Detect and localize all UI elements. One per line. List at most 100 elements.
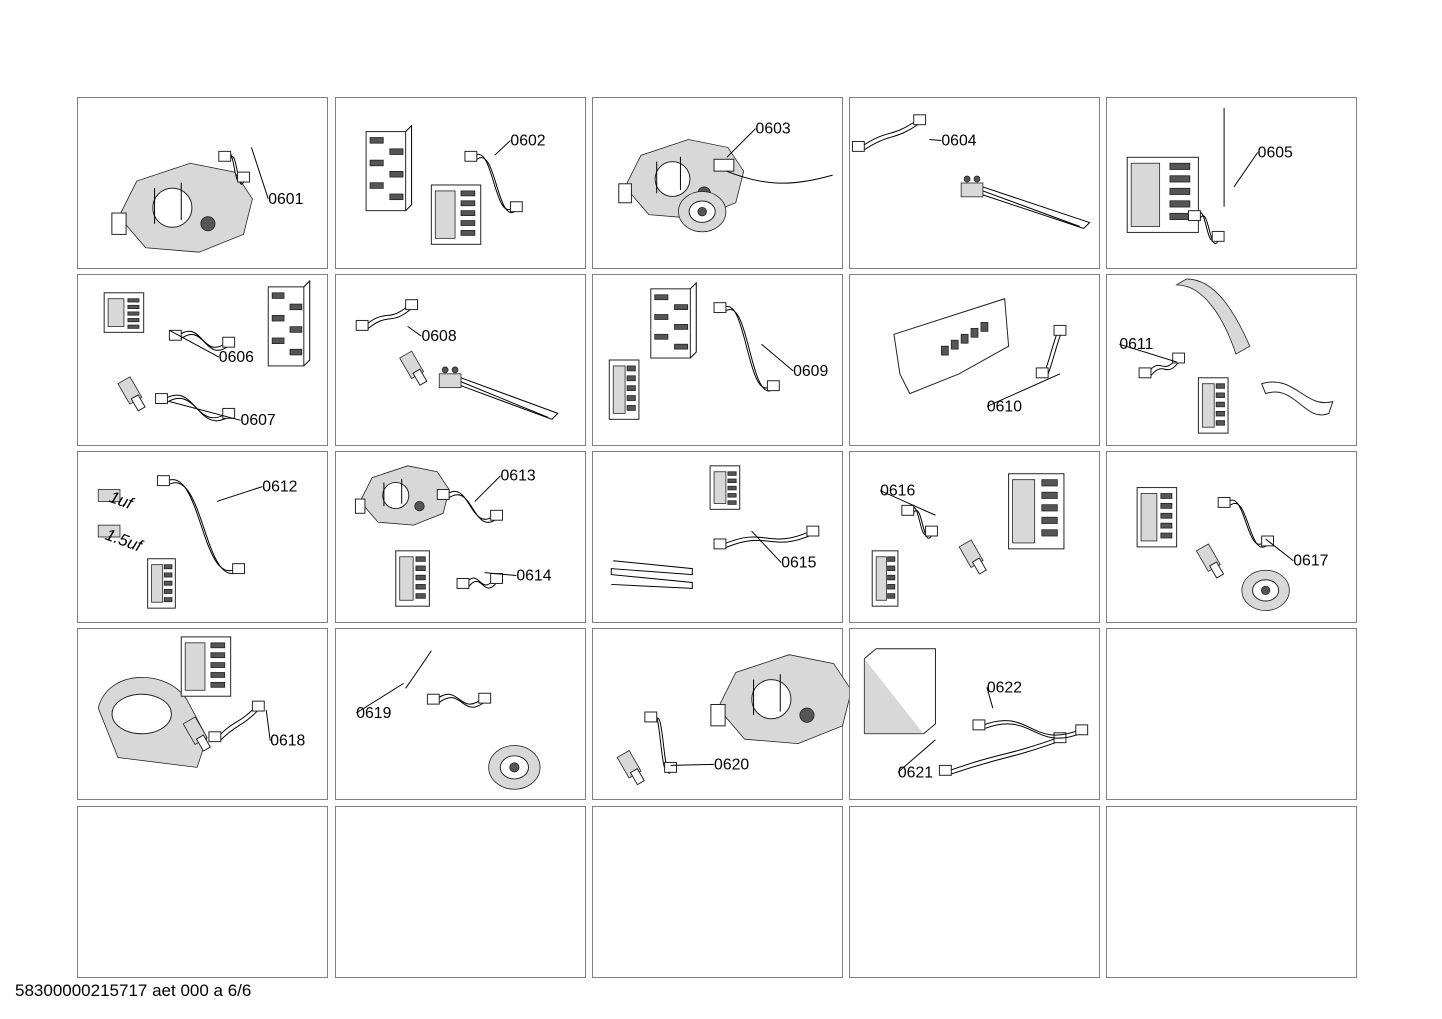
- leader-line: [897, 739, 936, 773]
- document-code: 58300000215717 aet 000 a 6/6: [15, 981, 252, 1000]
- part-number-label: 0601: [268, 191, 303, 208]
- diagram-cell: [1106, 628, 1357, 800]
- motor-drawing: [710, 654, 852, 745]
- leader-line: [1265, 538, 1294, 562]
- part-number-label: 0617: [1293, 553, 1328, 570]
- wiring-harness-drawing: [713, 525, 820, 550]
- diagram-cell: [592, 806, 843, 978]
- part-illustration: 0603: [618, 121, 833, 233]
- part-illustration: 0619: [355, 650, 541, 790]
- part-number-label: 0611: [1119, 336, 1153, 353]
- diagram-cell: 0609: [592, 274, 843, 446]
- part-number-label: 0607: [241, 412, 276, 429]
- air-duct-drawing: [1175, 278, 1334, 416]
- part-number-label: 0603: [756, 121, 791, 138]
- diagram-cell: 0601: [77, 97, 328, 269]
- wiring-harness-drawing: [644, 711, 677, 774]
- wiring-harness-drawing: [1217, 496, 1274, 548]
- leader-line: [1233, 152, 1259, 188]
- part-illustration: [1107, 629, 1356, 799]
- diagram-cell: 0615: [592, 451, 843, 623]
- part-illustration: 0608: [355, 299, 559, 420]
- sensor-drawing: [399, 350, 428, 386]
- wiring-harness-drawing: [1188, 210, 1225, 244]
- diagram-cell: 0620: [592, 628, 852, 800]
- heating-element-drawing: [438, 366, 559, 420]
- wiring-harness-drawing: [972, 719, 1089, 739]
- capacitor-drawing: [97, 489, 121, 538]
- module-housing-drawing: [1197, 377, 1229, 434]
- sensor-drawing: [1195, 543, 1225, 579]
- part-number-label: 0615: [781, 555, 816, 572]
- part-number-label: 0620: [714, 756, 749, 773]
- wiring-harness-drawing: [157, 475, 245, 575]
- round-part-drawing: [488, 745, 541, 790]
- part-illustration: 0617: [1136, 487, 1328, 611]
- part-illustration: 0602: [365, 124, 546, 245]
- part-illustration: 0613 0614: [354, 465, 552, 607]
- part-illustration: [336, 807, 585, 977]
- leader-line: [726, 128, 756, 158]
- wiring-harness-drawing: [355, 299, 419, 331]
- sensor-drawing: [958, 539, 987, 575]
- module-housing-drawing: [871, 550, 899, 607]
- part-illustration: 0610: [893, 298, 1067, 415]
- module-housing-drawing: [430, 184, 482, 245]
- wiring-harness-drawing: [713, 302, 780, 392]
- leader-line: [879, 490, 936, 516]
- heating-element-drawing: [960, 175, 1091, 230]
- diagram-cell: [335, 806, 586, 978]
- part-number-label: 0608: [421, 328, 456, 345]
- part-illustration: 0601: [111, 147, 304, 253]
- round-part-drawing: [1241, 569, 1290, 611]
- leader-line: [929, 139, 942, 141]
- sensor-drawing: [616, 750, 645, 786]
- diagram-cell: 0603: [592, 97, 843, 269]
- part-number-label: 0610: [987, 398, 1022, 415]
- diagram-cell: 0619: [335, 628, 586, 800]
- wiring-harness-drawing: [426, 692, 492, 708]
- wiring-harness-drawing: [901, 504, 938, 539]
- capacitor-rating-1-5uf: 1.5uf: [103, 525, 147, 556]
- leader-line: [751, 530, 782, 564]
- module-housing-drawing: [180, 636, 232, 697]
- part-number-label: 0604: [941, 132, 976, 149]
- led-board-drawing: [893, 298, 1010, 395]
- diagram-cell: 0617: [1106, 451, 1357, 623]
- part-illustration: 0616: [871, 473, 1065, 607]
- leader-line: [494, 140, 511, 156]
- leader-line: [169, 401, 241, 421]
- diagram-cell: [1106, 806, 1357, 978]
- circuit-board-drawing: [365, 124, 413, 212]
- capacitor-rating-1uf: 1uf: [107, 487, 138, 514]
- sensor-drawing: [117, 376, 146, 412]
- part-number-label: 0614: [516, 567, 551, 584]
- leader-line: [761, 343, 794, 372]
- diagram-cell: 0616: [849, 451, 1100, 623]
- part-illustration: 0618: [97, 636, 306, 768]
- module-housing-drawing: [1008, 473, 1065, 550]
- round-part-drawing: [678, 191, 727, 233]
- wiring-harness-drawing: [1035, 324, 1067, 379]
- diagram-cell: [849, 806, 1100, 978]
- part-number-label: 0616: [880, 482, 915, 499]
- part-number-label: 0613: [501, 468, 536, 485]
- leader-line: [670, 763, 715, 766]
- part-illustration: 0620: [616, 654, 852, 786]
- wiring-harness-drawing: [938, 732, 1067, 776]
- part-illustration: [1107, 807, 1356, 977]
- part-illustration: 0605: [1126, 107, 1293, 244]
- module-housing-drawing: [395, 550, 430, 607]
- diagram-cell: 0610: [849, 274, 1100, 446]
- wiring-harness-drawing: [456, 573, 504, 589]
- leader-line: [986, 687, 994, 709]
- part-illustration: 0611: [1119, 278, 1334, 434]
- circuit-board-drawing: [650, 281, 697, 359]
- part-number-label: 0621: [898, 764, 933, 781]
- wiring-harness-drawing: [208, 700, 265, 743]
